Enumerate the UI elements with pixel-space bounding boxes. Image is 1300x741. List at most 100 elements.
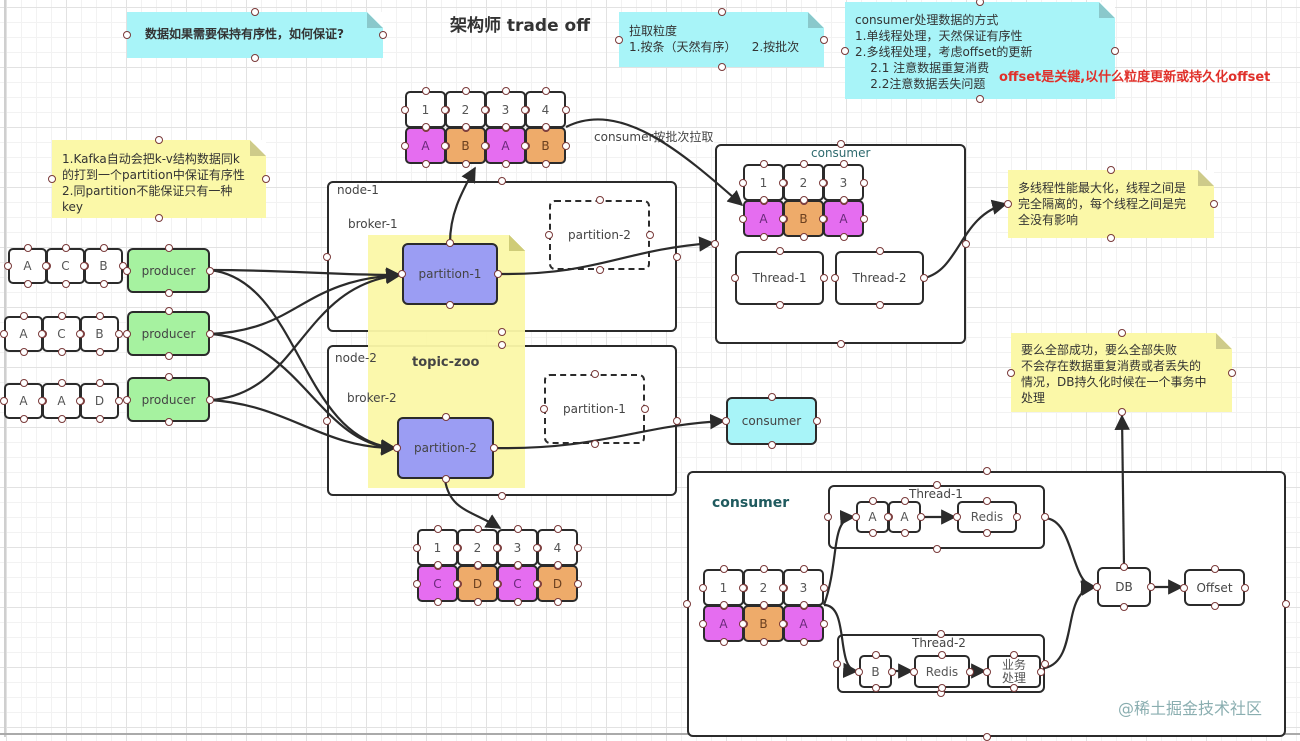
producer-box[interactable]: producer bbox=[127, 248, 210, 293]
connection-handle[interactable] bbox=[615, 35, 623, 44]
key-cell[interactable]: A bbox=[703, 605, 744, 642]
connection-handle[interactable] bbox=[513, 525, 522, 533]
message-cell[interactable]: D bbox=[80, 383, 119, 419]
connection-handle[interactable] bbox=[446, 301, 454, 309]
connection-handle[interactable] bbox=[23, 280, 32, 288]
connection-handle[interactable] bbox=[820, 583, 828, 592]
connection-handle[interactable] bbox=[900, 497, 909, 505]
thread-2-box[interactable]: Thread-2 bbox=[835, 251, 924, 305]
connection-handle[interactable] bbox=[501, 160, 510, 168]
connection-handle[interactable] bbox=[719, 565, 728, 573]
connection-handle[interactable] bbox=[1107, 166, 1115, 174]
connection-handle[interactable] bbox=[868, 497, 877, 505]
connection-handle[interactable] bbox=[962, 240, 970, 248]
connection-handle[interactable] bbox=[1004, 200, 1012, 208]
partition-1-leader[interactable]: partition-1 bbox=[402, 243, 498, 305]
connection-handle[interactable] bbox=[421, 87, 430, 95]
connection-handle[interactable] bbox=[839, 233, 848, 241]
producer-box[interactable]: producer bbox=[127, 377, 210, 422]
connection-handle[interactable] bbox=[95, 415, 104, 423]
key-cell[interactable]: A bbox=[783, 605, 824, 642]
connection-handle[interactable] bbox=[0, 397, 8, 405]
connection-handle[interactable] bbox=[545, 231, 553, 239]
connection-handle[interactable] bbox=[836, 140, 845, 148]
note-pull-granularity[interactable]: 拉取粒度 1.按条（天然有序） 2.按批次 bbox=[619, 12, 824, 67]
connection-handle[interactable] bbox=[481, 105, 489, 114]
connection-handle[interactable] bbox=[852, 513, 860, 521]
connection-handle[interactable] bbox=[673, 252, 681, 261]
connection-handle[interactable] bbox=[719, 638, 728, 646]
connection-handle[interactable] bbox=[461, 123, 470, 131]
connection-handle[interactable] bbox=[1041, 513, 1049, 521]
connection-handle[interactable] bbox=[799, 160, 808, 168]
connection-handle[interactable] bbox=[799, 233, 808, 241]
connection-handle[interactable] bbox=[76, 397, 84, 405]
key-cell[interactable]: D bbox=[457, 565, 498, 602]
message-cell[interactable]: B bbox=[84, 248, 123, 284]
connection-handle[interactable] bbox=[875, 247, 884, 255]
connection-handle[interactable] bbox=[799, 565, 808, 573]
connection-handle[interactable] bbox=[461, 87, 470, 95]
connection-handle[interactable] bbox=[0, 330, 8, 338]
connection-handle[interactable] bbox=[446, 239, 454, 247]
key-cell[interactable]: B bbox=[783, 200, 824, 237]
connection-handle[interactable] bbox=[61, 280, 70, 288]
connection-handle[interactable] bbox=[759, 565, 768, 573]
connection-handle[interactable] bbox=[1228, 368, 1236, 377]
connection-handle[interactable] bbox=[673, 416, 681, 425]
key-cell[interactable]: D bbox=[537, 565, 578, 602]
connection-handle[interactable] bbox=[401, 141, 409, 150]
connection-handle[interactable] bbox=[498, 328, 506, 336]
connection-handle[interactable] bbox=[719, 601, 728, 609]
connection-handle[interactable] bbox=[836, 340, 845, 348]
note-transaction[interactable]: 要么全部成功，要么全部失败 不会存在数据重复消费或者丢失的 情况，DB持久化时候… bbox=[1011, 333, 1232, 412]
connection-handle[interactable] bbox=[699, 583, 707, 592]
key-cell[interactable]: A bbox=[405, 127, 446, 164]
connection-handle[interactable] bbox=[398, 270, 406, 278]
connection-handle[interactable] bbox=[19, 415, 28, 423]
connection-handle[interactable] bbox=[767, 393, 776, 401]
connection-handle[interactable] bbox=[839, 160, 848, 168]
connection-handle[interactable] bbox=[759, 601, 768, 609]
connection-handle[interactable] bbox=[42, 262, 50, 270]
connection-handle[interactable] bbox=[799, 638, 808, 646]
connection-handle[interactable] bbox=[739, 214, 747, 223]
connection-handle[interactable] bbox=[739, 583, 747, 592]
connection-handle[interactable] bbox=[164, 352, 173, 360]
connection-handle[interactable] bbox=[95, 312, 104, 320]
connection-handle[interactable] bbox=[759, 638, 768, 646]
connection-handle[interactable] bbox=[1120, 603, 1128, 611]
connection-handle[interactable] bbox=[1007, 368, 1015, 377]
connection-handle[interactable] bbox=[717, 8, 726, 16]
connection-handle[interactable] bbox=[115, 397, 123, 405]
connection-handle[interactable] bbox=[206, 329, 214, 338]
note-multithread-performance[interactable]: 多线程性能最大化，线程之间是 完全隔离的，每个线程之间是完 全没有影响 bbox=[1008, 170, 1214, 238]
connection-handle[interactable] bbox=[779, 214, 787, 223]
note-consumer-modes[interactable]: consumer处理数据的方式 1.单线程处理，天然保证有序性 2.多线程处理，… bbox=[845, 2, 1115, 99]
connection-handle[interactable] bbox=[813, 417, 821, 425]
connection-handle[interactable] bbox=[533, 579, 541, 588]
connection-handle[interactable] bbox=[48, 175, 56, 183]
connection-handle[interactable] bbox=[1282, 600, 1290, 608]
connection-handle[interactable] bbox=[76, 330, 84, 338]
connection-handle[interactable] bbox=[574, 579, 582, 588]
connection-handle[interactable] bbox=[57, 379, 66, 387]
connection-handle[interactable] bbox=[699, 619, 707, 628]
connection-handle[interactable] bbox=[421, 160, 430, 168]
connection-handle[interactable] bbox=[553, 561, 562, 569]
connection-handle[interactable] bbox=[498, 341, 506, 349]
connection-handle[interactable] bbox=[759, 196, 768, 204]
connection-handle[interactable] bbox=[553, 598, 562, 606]
connection-handle[interactable] bbox=[833, 659, 841, 668]
connection-handle[interactable] bbox=[820, 619, 828, 628]
connection-handle[interactable] bbox=[155, 214, 163, 222]
connection-handle[interactable] bbox=[441, 105, 449, 114]
key-cell[interactable]: A bbox=[743, 200, 784, 237]
connection-handle[interactable] bbox=[541, 123, 550, 131]
connection-handle[interactable] bbox=[983, 529, 991, 537]
connection-handle[interactable] bbox=[831, 274, 839, 282]
connection-handle[interactable] bbox=[938, 651, 946, 659]
connection-handle[interactable] bbox=[453, 543, 461, 552]
connection-handle[interactable] bbox=[473, 525, 482, 533]
connection-handle[interactable] bbox=[799, 601, 808, 609]
